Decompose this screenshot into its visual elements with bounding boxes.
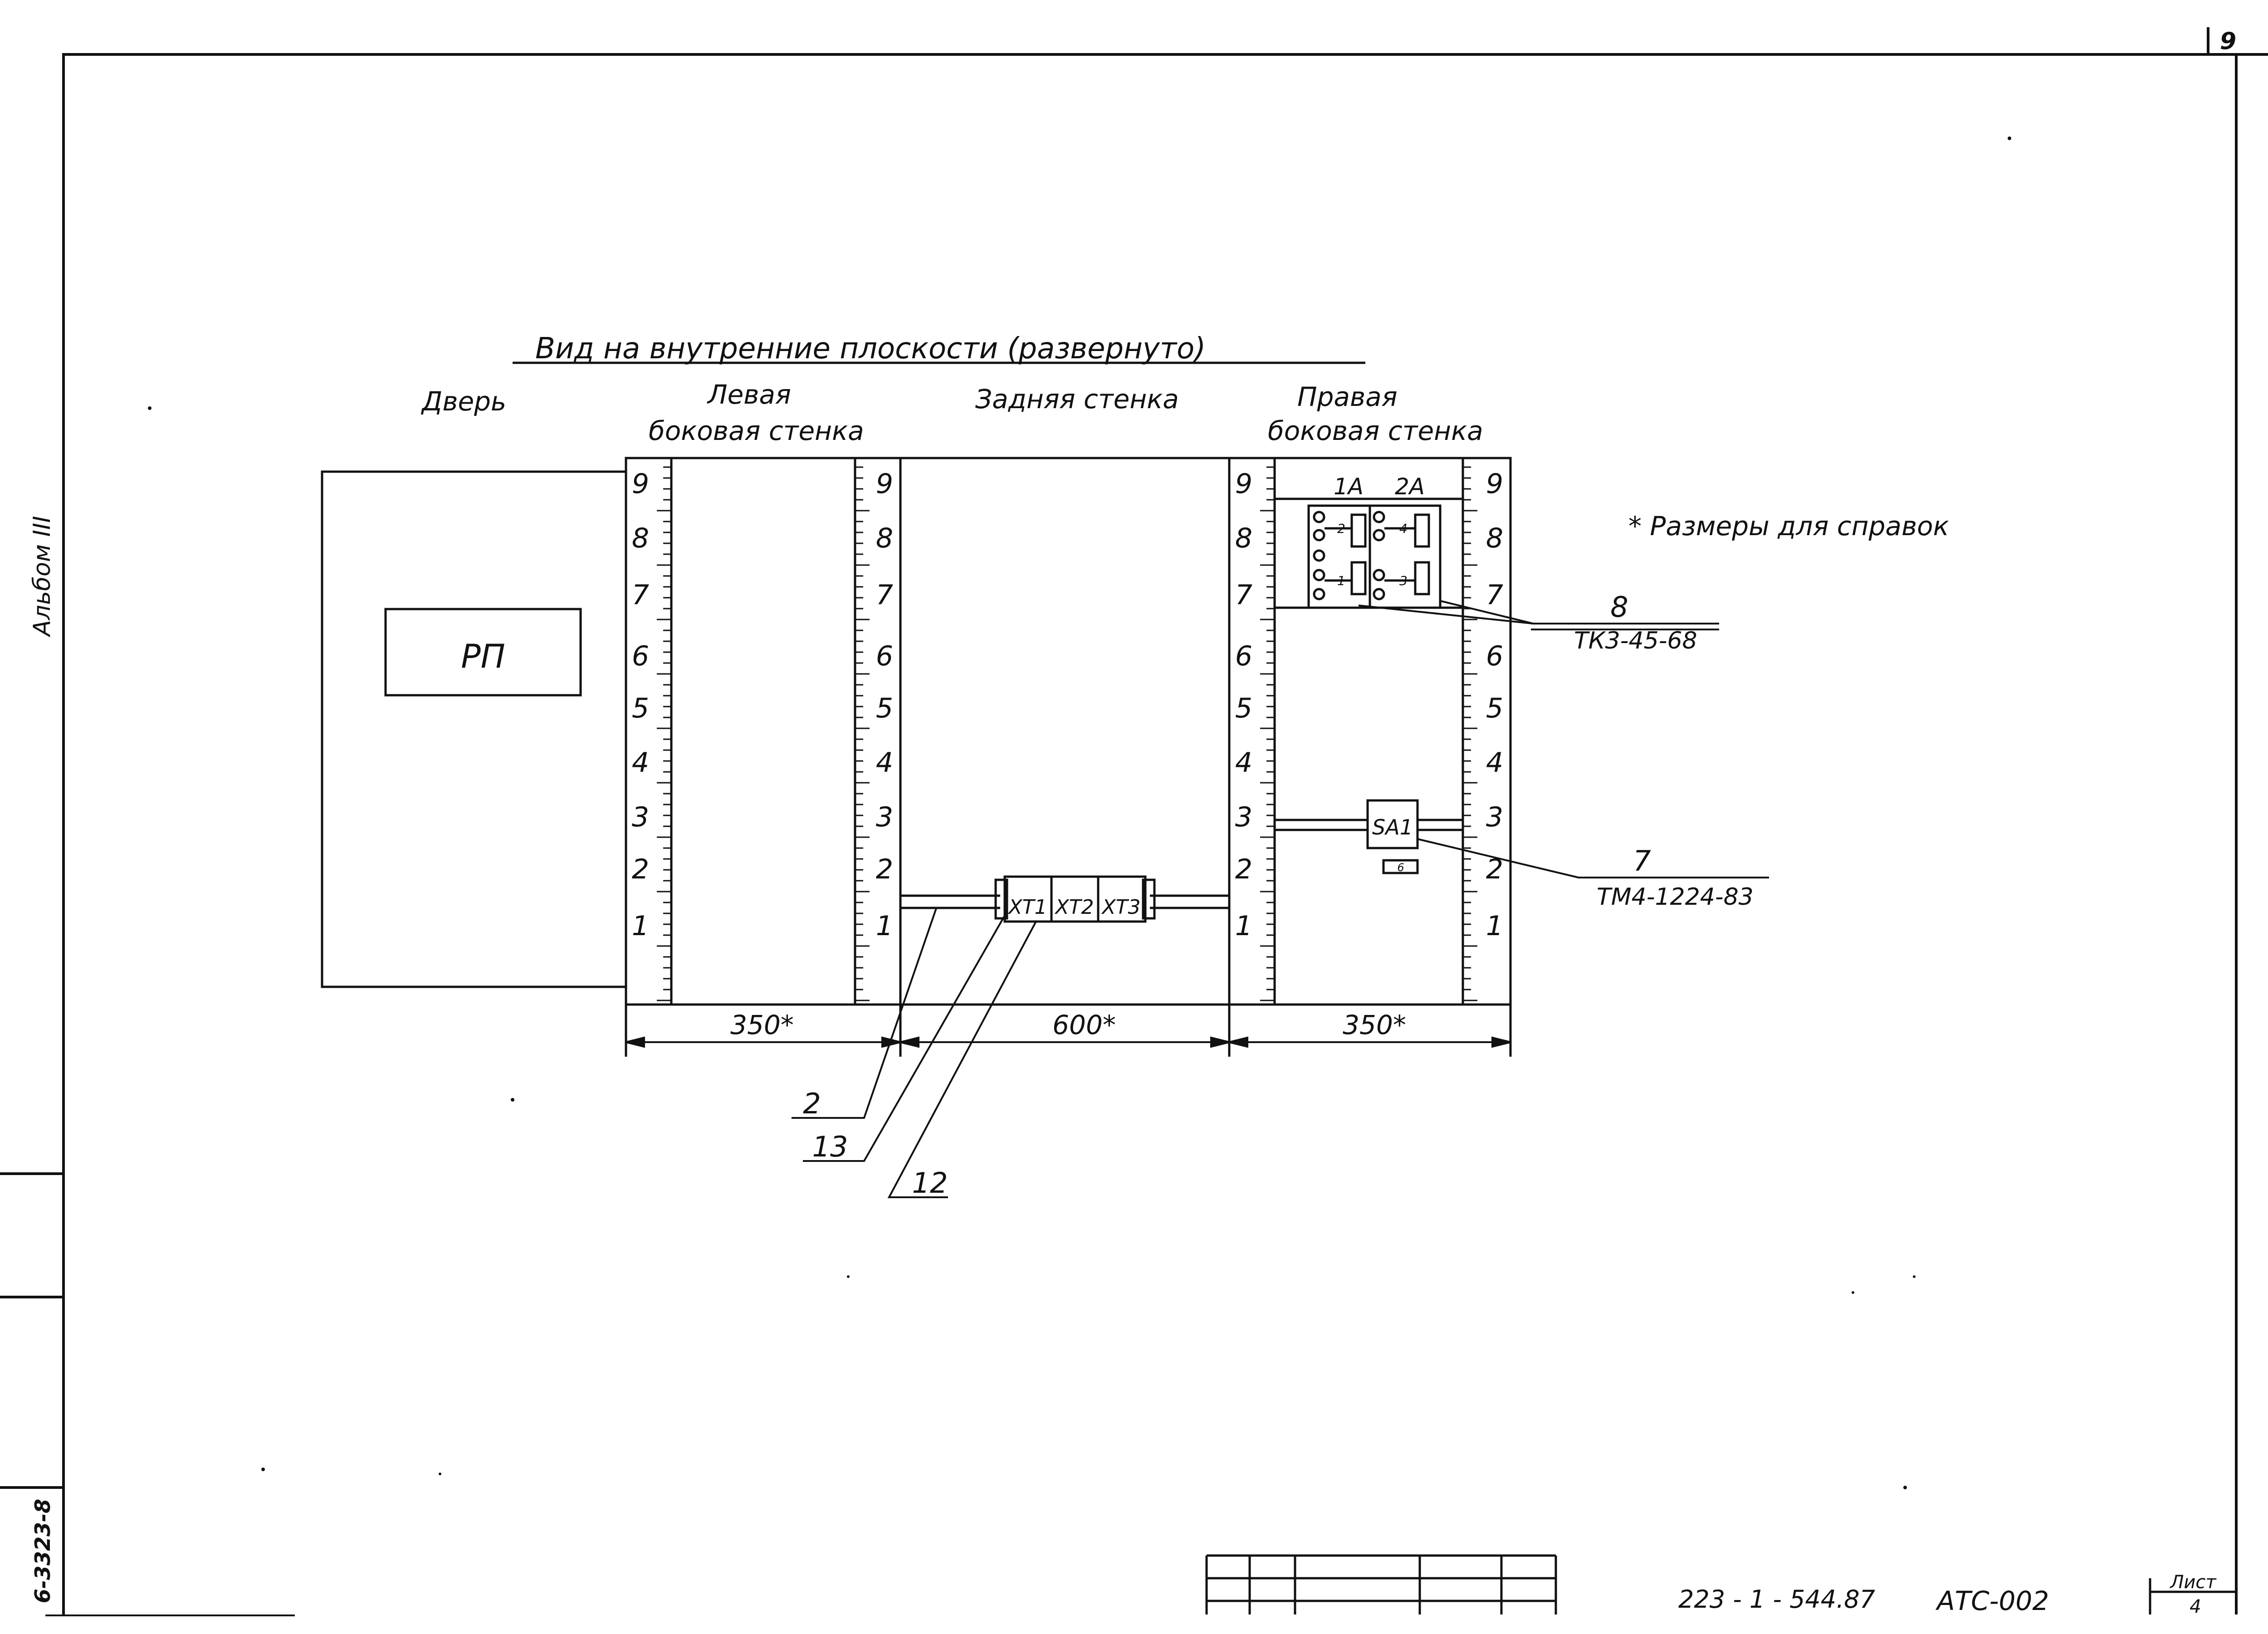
dimension-right-wall: 350* [1343,1010,1406,1040]
dimension-back-wall: 600* [1052,1010,1116,1040]
scale-number: 8 [876,522,893,554]
callout-12-number: 12 [912,1166,948,1200]
scale-number: 5 [876,693,893,724]
inventory-number: 6-3323-8 [30,1499,55,1603]
door-rp-box [384,608,582,697]
relay-number-2: 2 [1337,521,1345,536]
scale-number: 2 [632,854,649,885]
title-block [1205,1554,2236,1614]
callout-7-number: 7 [1633,844,1651,878]
callout-7-doc: ТМ4-1224-83 [1597,883,1754,911]
left-wall-caption-line1: Левая [707,379,791,410]
small-item-label: 6 [1397,861,1404,874]
reference-note: * Размеры для справок [1628,511,1949,541]
right-wall-rail-a [1228,457,1276,1006]
relay-column-1a: 1А [1334,473,1364,500]
scale-number: 7 [1486,579,1503,611]
relay-column-2a: 2А [1395,473,1425,500]
terminal-xt1: ХТ1 [1007,896,1047,919]
scale-number: 2 [876,854,893,885]
scan-specks [148,137,2011,1489]
right-wall-caption-line1: Правая [1297,381,1398,412]
callout-2-number: 2 [803,1087,821,1120]
scale-number: 9 [876,468,893,500]
scale-number: 4 [1486,747,1503,779]
left-wall-caption-line2: боковая стенка [649,415,864,446]
scale-number: 5 [1486,693,1503,724]
terminal-xt2: ХТ2 [1054,896,1094,919]
scale-number: 8 [1235,522,1252,554]
dimension-left-wall: 350* [730,1010,794,1040]
callout-13-number: 13 [812,1130,848,1163]
callout-leaders [792,600,1769,1198]
mounting-rails [625,457,1512,1006]
switch-sa1 [1275,799,1463,874]
scale-number: 6 [1235,640,1252,672]
drawing-code: АТС-002 [1935,1585,2049,1616]
scale-number: 3 [632,801,649,833]
scale-number: 7 [1235,579,1252,611]
relay-block [1275,498,1463,609]
right-wall-rail-b [1461,457,1512,1006]
scale-number: 9 [1486,468,1503,500]
relay-number-1: 1 [1337,573,1345,588]
door-outline [321,470,627,988]
rail-scale-numbers: 9 8 7 6 5 4 3 2 1 9 8 7 6 5 4 3 2 1 9 8 7 6 5 4 3 2 1 9 8 7 6 5 4 3 2 1 [632,468,1503,942]
scale-number: 8 [1486,522,1503,554]
scale-number: 1 [1235,910,1252,942]
scale-number: 1 [1486,910,1503,942]
scale-number: 7 [876,579,893,611]
scale-number: 2 [1235,854,1252,885]
scale-number: 5 [632,693,649,724]
scale-number: 9 [1235,468,1252,500]
scale-number: 9 [632,468,649,500]
scale-number: 6 [1486,640,1503,672]
scale-number: 4 [1235,747,1252,779]
scale-number: 6 [876,640,893,672]
terminal-block [900,875,1229,923]
scale-number: 3 [1235,801,1252,833]
door-rp-label: РП [461,637,505,675]
scale-number: 7 [632,579,649,611]
scale-number: 6 [632,640,649,672]
callout-8-number: 8 [1610,590,1628,624]
scale-number: 8 [632,522,649,554]
terminal-xt3: ХТ3 [1101,896,1140,919]
left-wall-rail-b [854,457,902,1006]
callout-8-doc: ТК3-45-68 [1574,627,1697,654]
cabinet-panels [625,457,1512,1057]
scale-number: 3 [876,801,893,833]
switch-sa1-label: SA1 [1372,815,1413,839]
scale-number: 1 [632,910,649,942]
sheet-corner-number: 9 [2220,28,2236,55]
scale-number: 4 [632,747,649,779]
scale-number: 3 [1486,801,1503,833]
back-wall-caption: Задняя стенка [975,384,1179,415]
left-wall-rail-a [625,457,673,1006]
list-label: Лист [2169,1572,2217,1593]
sheet-frame [0,27,2268,1616]
list-number: 4 [2190,1596,2201,1617]
relay-number-4: 4 [1399,521,1408,536]
door-caption: Дверь [420,386,506,417]
album-label: Альбом III [29,516,56,637]
relay-number-3: 3 [1399,573,1408,588]
scale-number: 4 [876,747,893,779]
right-wall-caption-line2: боковая стенка [1268,415,1483,446]
view-title: Вид на внутренние плоскости (развернуто) [535,332,1206,366]
dimension-lines [626,1036,1511,1048]
scale-number: 1 [876,910,893,942]
document-code: 223 - 1 - 544.87 [1678,1585,1875,1614]
scale-number: 5 [1235,693,1252,724]
